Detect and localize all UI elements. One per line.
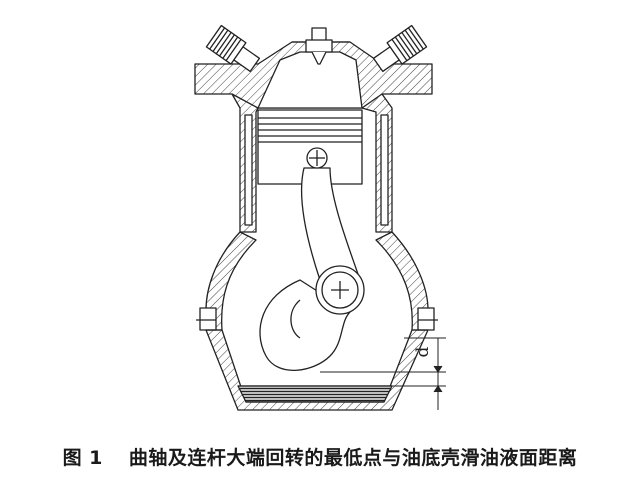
left-valve: [205, 24, 261, 73]
big-end: [315, 265, 365, 315]
caption-label: 图 1: [62, 447, 103, 469]
right-valve: [372, 24, 428, 73]
injector: [305, 27, 333, 65]
oil-sump: [205, 329, 429, 411]
piston-pin: [306, 147, 328, 169]
cylinder-wall-right: [361, 93, 393, 233]
oil-level: [237, 385, 393, 403]
dimension-label: d: [413, 346, 433, 357]
cylinder-wall-left: [231, 93, 259, 233]
connecting-rod: [301, 167, 361, 281]
figure-caption: 图 1 曲轴及连杆大端回转的最低点与油底壳滑油液面距离: [0, 443, 632, 470]
dimension-marker: [433, 338, 443, 410]
cylinder-head: [194, 41, 433, 109]
caption-text: 曲轴及连杆大端回转的最低点与油底壳滑油液面距离: [128, 447, 578, 469]
